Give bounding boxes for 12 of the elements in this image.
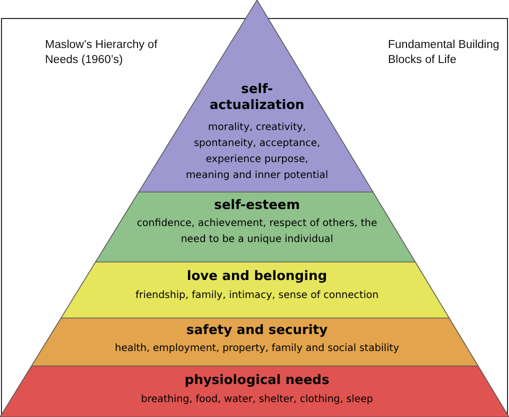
level-description: health, employment, property, family and social stability [114, 342, 400, 356]
level-description: morality, creativity, spontaneity, acceptance, experience purpose, meaning and inner potential [184, 121, 330, 183]
level-description: breathing, food, water, shelter, clothing, sleep [140, 393, 374, 407]
level-title: physiological needs [184, 373, 330, 389]
side-note: Fundamental Building Blocks of Life [388, 38, 500, 68]
heading-text: Maslow’s Hierarchy of Needs (1960’s) [45, 38, 158, 68]
level-title: safety and security [185, 323, 329, 339]
level-description: friendship, family, intimacy, sense of connection [134, 289, 380, 303]
level-title: self-esteem [213, 198, 301, 214]
level-description: confidence, achievement, respect of others, the need to be a unique individual [136, 217, 378, 247]
level-title: self-actualization [208, 82, 306, 114]
level-title: love and belonging [186, 269, 328, 285]
